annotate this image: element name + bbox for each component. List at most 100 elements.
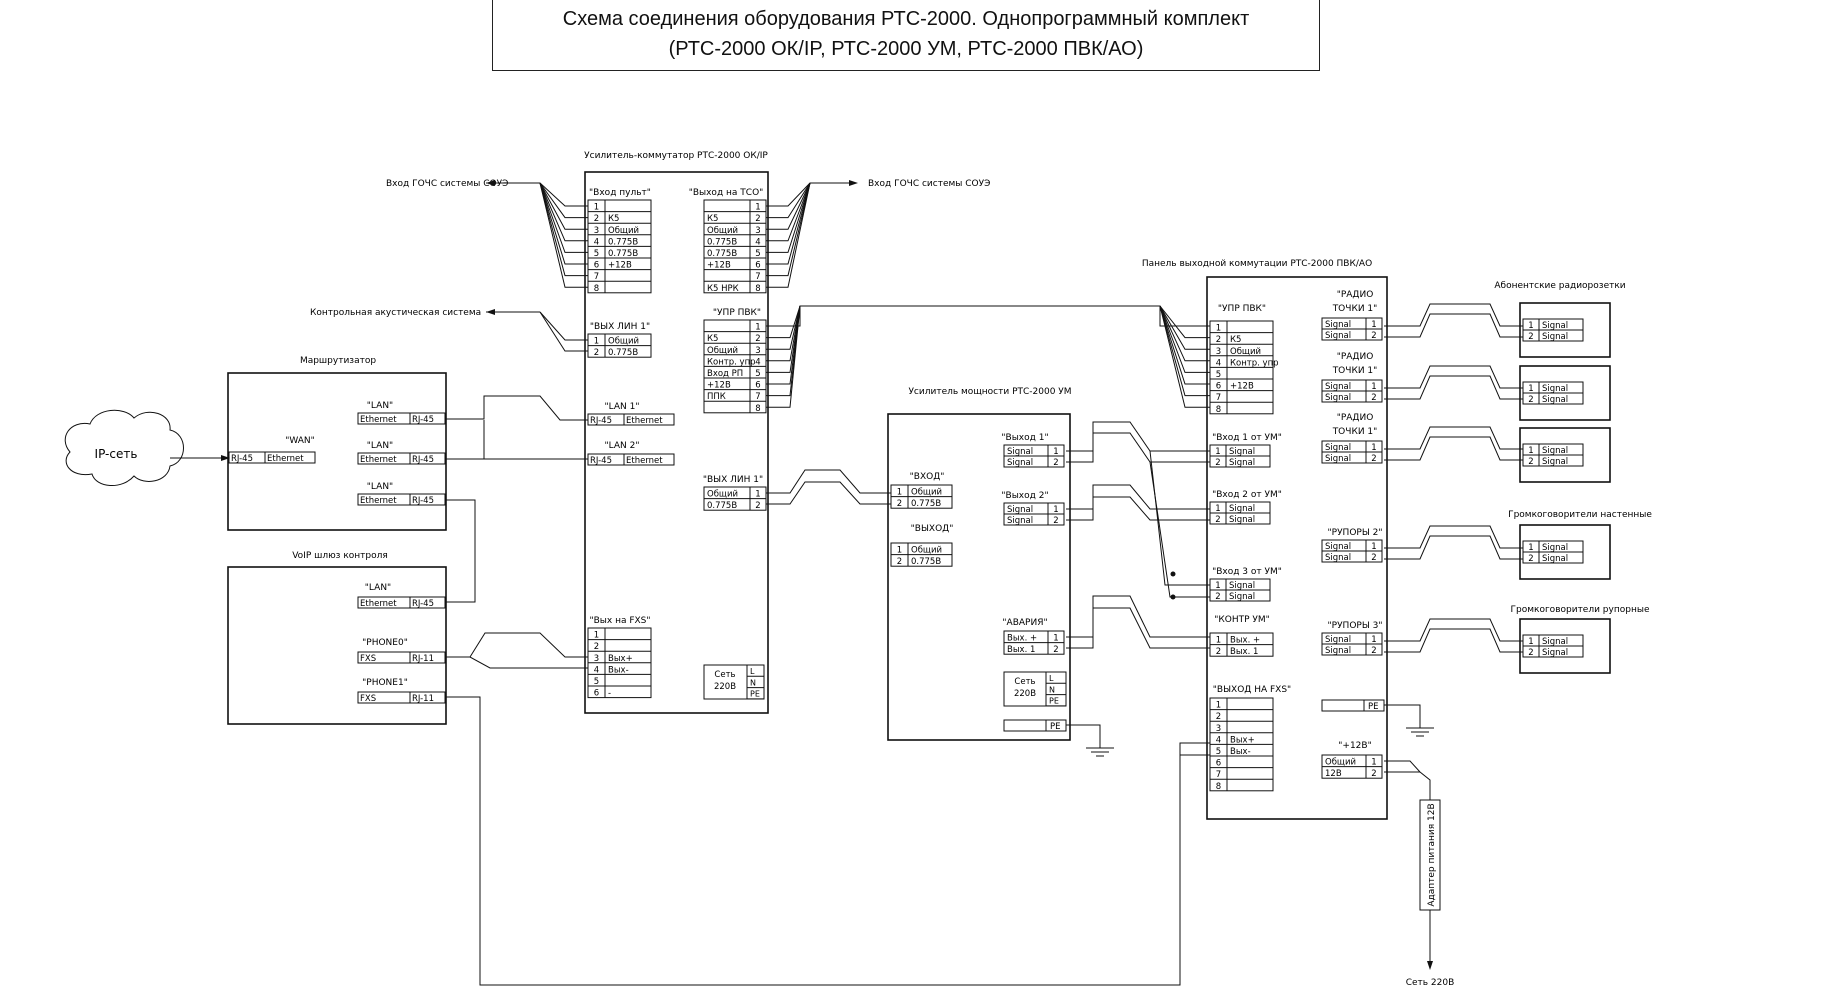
pvk-kontr-um-label: "КОНТР УМ" bbox=[1214, 615, 1270, 625]
ok-lan2-port-right: Ethernet bbox=[626, 456, 663, 466]
um-vhod-label: "ВХОД" bbox=[910, 472, 945, 482]
gochs-right-label: Вход ГОЧС системы СОУЭ bbox=[868, 179, 990, 189]
ok-vhod-pult-pin-label: К5 bbox=[608, 214, 619, 224]
pvk-radio-label: "РАДИО bbox=[1337, 352, 1374, 362]
ok-vhod-pult-pin-number: 6 bbox=[594, 261, 599, 271]
um-mains-pin: PE bbox=[1049, 697, 1059, 706]
phone0-label: "PHONE0" bbox=[362, 638, 408, 648]
pvk-vhod3-label: Signal bbox=[1229, 592, 1255, 602]
phone1-label: "PHONE1" bbox=[362, 678, 408, 688]
ok-vyh-lin1-left-pin-number: 2 bbox=[594, 348, 599, 358]
wire-upr-fan bbox=[766, 305, 801, 397]
um-vyhod-pin-number: 2 bbox=[897, 557, 902, 567]
ok-upr-pvk-pin-number: 7 bbox=[755, 392, 760, 402]
pvk-radio-out-label: Signal bbox=[1325, 331, 1351, 341]
pvk-upr-pvk-pin-number: 2 bbox=[1216, 335, 1221, 345]
pvk-upr-pvk-pin-label: +12В bbox=[1230, 382, 1254, 392]
pvk-rupory-out-label: Signal bbox=[1325, 646, 1351, 656]
ok-vyhod-tso-pin-number: 2 bbox=[755, 214, 760, 224]
ok-lan2-port-left: RJ-45 bbox=[590, 456, 612, 466]
voip-lan-port-right: RJ-45 bbox=[412, 599, 434, 609]
wire-lin-um bbox=[766, 481, 891, 505]
wire-um-out1 bbox=[1066, 421, 1210, 452]
pvk-upr-pvk-pin-number: 8 bbox=[1216, 405, 1221, 415]
router-lan-port bbox=[357, 452, 446, 465]
wire-12v bbox=[1384, 760, 1431, 800]
um-vhod-pin-number: 2 bbox=[897, 499, 902, 509]
um-vyhod-pin-label: 0.775В bbox=[911, 557, 941, 567]
ok-fxs-pin-number: 4 bbox=[594, 665, 599, 675]
um-avaria-label: "АВАРИЯ" bbox=[1002, 618, 1047, 628]
wire-tso bbox=[766, 182, 811, 265]
um-vyhod2-label: Signal bbox=[1007, 516, 1033, 526]
speaker-box bbox=[1519, 365, 1611, 421]
ok-vhod-pult-label: "Вход пульт" bbox=[589, 188, 651, 198]
pvk-radio-out-label: Signal bbox=[1325, 443, 1351, 453]
router-lan-port-right: RJ-45 bbox=[412, 415, 434, 425]
ok-lan2-label: "LAN 2" bbox=[605, 441, 640, 451]
pvk-kontr-um-pin-label: Вых. + bbox=[1230, 636, 1260, 646]
pvk-pe-label: PE bbox=[1368, 702, 1379, 712]
speaker-terminal-label: Signal bbox=[1542, 446, 1568, 456]
wire-pult bbox=[539, 182, 588, 277]
um-vhod-pin-number: 1 bbox=[897, 488, 902, 498]
wire-pult bbox=[539, 182, 588, 265]
ok-fxs-pin-number: 2 bbox=[594, 642, 599, 652]
wire-lin-um bbox=[766, 469, 891, 494]
ok-vhod-pult-pin-number: 2 bbox=[594, 214, 599, 224]
pvk-upr-pvk-pin-number: 5 bbox=[1216, 370, 1221, 380]
router-lan-port bbox=[357, 493, 446, 506]
wire-pult bbox=[539, 182, 588, 207]
pvk-radio-out-label: Signal bbox=[1325, 454, 1351, 464]
pvk-vyhod-fxs-pin-number: 2 bbox=[1216, 712, 1221, 722]
voip-lan-port-left: Ethernet bbox=[360, 599, 397, 609]
um-vyhod2-label: Signal bbox=[1007, 505, 1033, 515]
wire-in3 bbox=[1149, 461, 1210, 598]
pvk-title: Панель выходной коммутации РТС-2000 ПВК/… bbox=[1142, 259, 1372, 269]
ok-title: Усилитель-коммутатор РТС-2000 ОК/IP bbox=[584, 151, 768, 161]
ok-vyh-lin1-right-pin-label: Общий bbox=[707, 490, 738, 500]
ok-vyhod-tso-pin-number: 3 bbox=[755, 226, 760, 236]
wire-speaker bbox=[1384, 313, 1523, 338]
speaker-terminal-label: Signal bbox=[1542, 384, 1568, 394]
um-vyhod2-label: "Выход 2" bbox=[1001, 491, 1048, 501]
ok-vyh-lin1-left-label: "ВЫХ ЛИН 1" bbox=[590, 322, 650, 332]
pvk-upr-pvk-pin-label: К5 bbox=[1230, 335, 1241, 345]
wire-um-pe bbox=[1066, 724, 1101, 748]
pvk-kontr-um-pin-number: 2 bbox=[1216, 647, 1221, 657]
wire-speaker bbox=[1384, 436, 1523, 461]
ok-vyhod-tso-pin-label: 0.775В bbox=[707, 237, 737, 247]
speaker-terminal-label: Signal bbox=[1542, 332, 1568, 342]
wire-upr-fan bbox=[766, 305, 801, 339]
ok-lan1-label: "LAN 1" bbox=[605, 402, 640, 412]
um-avaria-pin-number: 2 bbox=[1053, 645, 1058, 655]
ok-upr-pvk-pin-label: Общий bbox=[707, 346, 738, 356]
um-mains-box bbox=[1003, 671, 1067, 707]
pvk-radio-out-label: Signal bbox=[1325, 320, 1351, 330]
ok-vyh-lin1-right-pin-label: 0.775В bbox=[707, 501, 737, 511]
ok-vyh-lin1-left-pin-label: Общий bbox=[608, 337, 639, 347]
pvk-vhod3-pin-number: 2 bbox=[1215, 592, 1220, 602]
speaker-box bbox=[1519, 524, 1611, 580]
ok-vyhod-tso-pin-number: 1 bbox=[755, 203, 760, 213]
pvk-kontr-um-pin-label: Вых. 1 bbox=[1230, 647, 1258, 657]
router-lan-port-left: Ethernet bbox=[360, 415, 397, 425]
adapter-label: Адаптер питания 12В bbox=[1427, 803, 1437, 906]
pvk-kontr-um-pin-number: 1 bbox=[1216, 636, 1221, 646]
speaker-terminal-pin-number: 1 bbox=[1528, 543, 1533, 553]
gochs-left-label: Вход ГОЧС системы СОУЭ bbox=[386, 179, 508, 189]
pvk-plus12-pin-number: 2 bbox=[1371, 769, 1376, 779]
pvk-upr-pvk-pin-label: Общий bbox=[1230, 347, 1261, 357]
router-title: Маршрутизатор bbox=[300, 356, 376, 366]
ok-vyh-lin1-left-pin-number: 1 bbox=[594, 337, 599, 347]
pvk-vhod3-label: Signal bbox=[1229, 581, 1255, 591]
ok-vyh-lin1-right-pin-number: 1 bbox=[755, 490, 760, 500]
speaker-terminal-pin-number: 2 bbox=[1528, 332, 1533, 342]
junction-dot bbox=[1170, 594, 1176, 600]
wire-um-out2 bbox=[1066, 484, 1210, 510]
wire-pvk-pe bbox=[1384, 704, 1421, 728]
ok-vyhod-tso-pin-number: 6 bbox=[755, 261, 760, 271]
speaker-terminal-pin-number: 1 bbox=[1528, 446, 1533, 456]
pvk-vhod2-pin-number: 1 bbox=[1215, 504, 1220, 514]
